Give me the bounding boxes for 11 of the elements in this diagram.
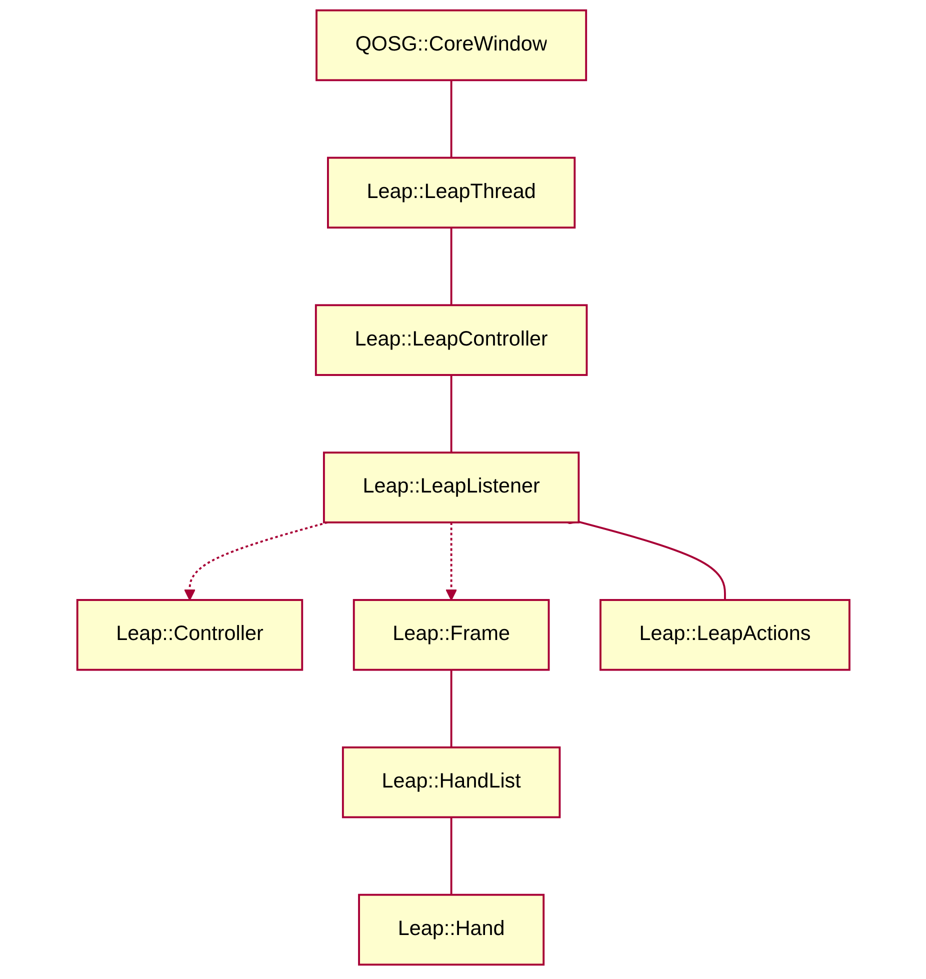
- node-box: Leap::Controller: [76, 599, 303, 671]
- node-box: Leap::LeapListener: [322, 452, 580, 524]
- node-box: Leap::LeapController: [314, 304, 588, 376]
- node-box: Leap::LeapActions: [599, 599, 850, 671]
- node-box: QOSG::CoreWindow: [315, 9, 587, 82]
- arrow: [184, 521, 328, 600]
- node-box: Leap::LeapThread: [326, 156, 576, 229]
- node-box: Leap::HandList: [342, 746, 560, 818]
- arrow: [445, 522, 457, 600]
- node-box: Leap::Frame: [352, 599, 550, 671]
- node-box: Leap::Hand: [358, 894, 544, 966]
